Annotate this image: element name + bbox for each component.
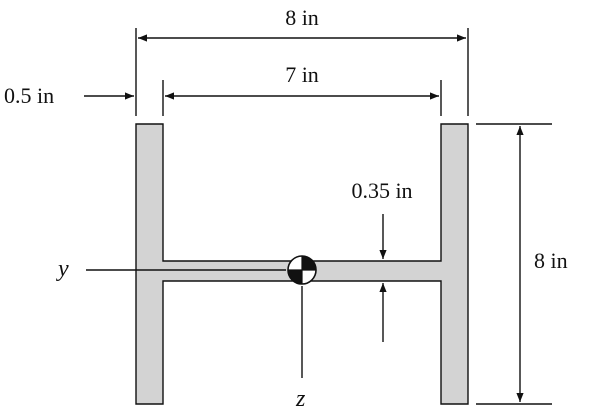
dimension-label-height: 8 in (534, 248, 568, 273)
dimension-label-flange-thickness: 0.5 in (4, 83, 54, 108)
dimension-label-web-thickness: 0.35 in (351, 178, 412, 203)
axis-z-label: z (295, 386, 306, 412)
dimension-label-overall-width: 8 in (285, 5, 319, 30)
centroid-icon (287, 255, 317, 285)
axis-y-label: y (56, 256, 69, 282)
dimension-label-inner-width: 7 in (285, 62, 319, 87)
